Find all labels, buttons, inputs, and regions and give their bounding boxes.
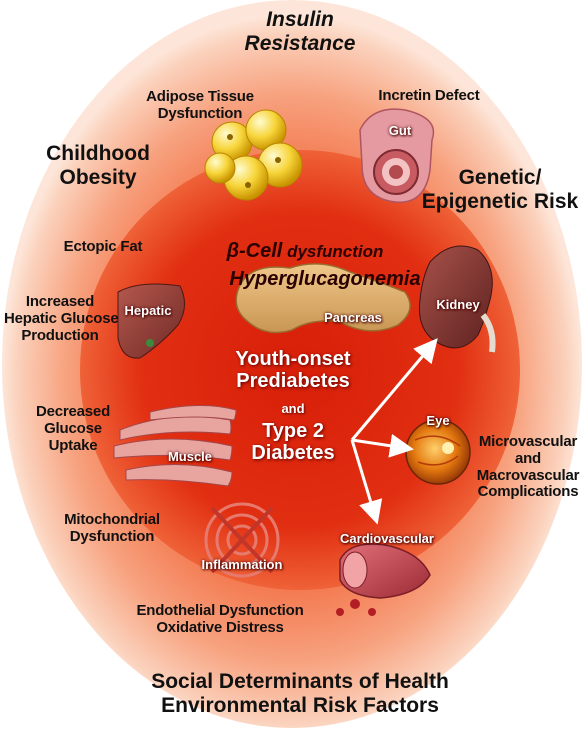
ectopic-fat-label: Ectopic Fat bbox=[63, 238, 143, 255]
arrow-eye bbox=[351, 433, 414, 458]
muscle-illustration bbox=[113, 405, 237, 487]
hyperglucagonemia-label: Hyperglucagonemia bbox=[229, 268, 421, 290]
liver-illustration bbox=[117, 283, 185, 359]
beta-cell-label: β-Cell dysfunction bbox=[226, 240, 384, 262]
arrows bbox=[350, 338, 438, 525]
and-label: and bbox=[281, 401, 305, 416]
eye-label: Eye bbox=[426, 413, 450, 428]
inflammation-illustration bbox=[204, 502, 280, 578]
incretin-defect-label: Incretin Defect bbox=[378, 87, 480, 104]
inflammation-label: Inflammation bbox=[201, 557, 283, 572]
genetic-risk-label: Genetic/Epigenetic Risk bbox=[421, 166, 579, 213]
adipose-tissue-illustration bbox=[204, 109, 303, 201]
eye-illustration bbox=[405, 419, 471, 485]
kidney-illustration bbox=[418, 245, 496, 353]
gallbladder-mark bbox=[146, 339, 154, 347]
muscle-label: Muscle bbox=[167, 449, 213, 464]
gut-illustration bbox=[359, 108, 435, 203]
pancreas-illustration bbox=[235, 263, 411, 334]
gut-label: Gut bbox=[388, 123, 412, 138]
hepatic-label: Hepatic bbox=[124, 303, 172, 318]
cardiovascular-label: Cardiovascular bbox=[340, 531, 434, 546]
arrow-kidney bbox=[350, 338, 438, 441]
kidney-label: Kidney bbox=[436, 297, 480, 312]
pancreas-label: Pancreas bbox=[324, 310, 382, 325]
vessel-illustration bbox=[336, 543, 431, 616]
arrow-cardio bbox=[350, 439, 383, 525]
